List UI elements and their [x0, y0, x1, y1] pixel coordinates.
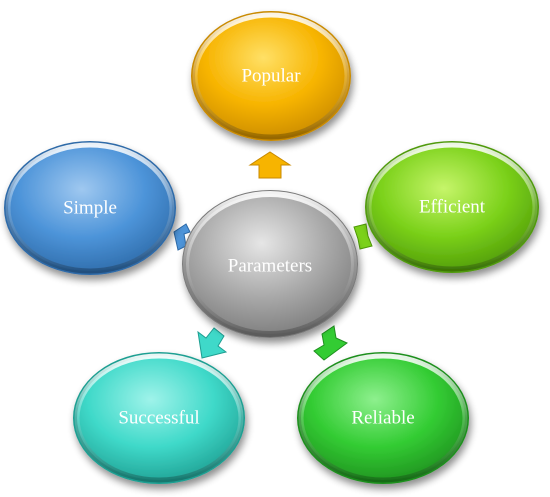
arrow-to-popular — [248, 151, 292, 179]
node-reliable: Reliable — [297, 352, 469, 484]
node-label-parameters: Parameters — [228, 256, 312, 277]
arrow-to-reliable — [313, 325, 348, 361]
node-popular: Popular — [191, 11, 351, 141]
node-label-successful: Successful — [118, 408, 199, 429]
node-label-simple: Simple — [63, 198, 117, 219]
node-successful: Successful — [73, 352, 245, 484]
node-label-popular: Popular — [241, 66, 301, 87]
node-center-parameters: Parameters — [182, 190, 358, 338]
node-efficient: Efficient — [365, 141, 539, 273]
node-label-efficient: Efficient — [419, 197, 486, 218]
node-simple: Simple — [4, 141, 176, 275]
arrow-to-successful — [197, 327, 228, 359]
arrow-to-efficient — [353, 223, 373, 250]
node-label-reliable: Reliable — [351, 408, 414, 429]
